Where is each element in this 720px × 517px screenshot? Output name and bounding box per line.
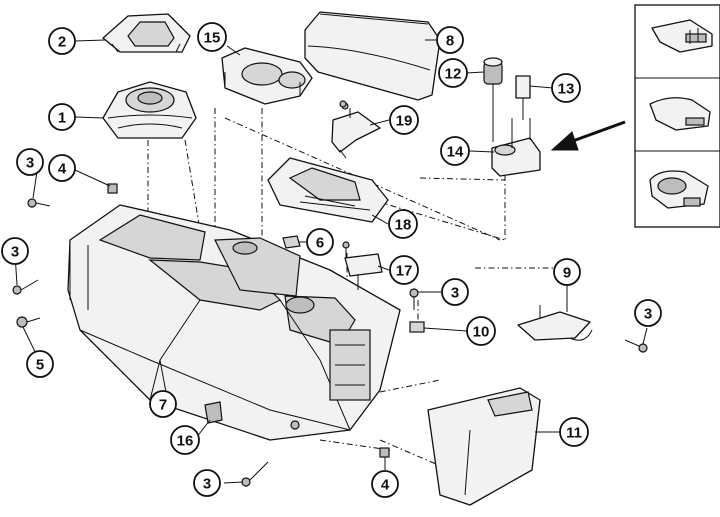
callout-9: 9 (553, 258, 581, 286)
callout-17: 17 (389, 255, 419, 285)
callout-3-left: 3 (1, 237, 29, 265)
svg-text:1: 1 (58, 110, 66, 127)
svg-text:6: 6 (316, 235, 324, 252)
callout-12: 12 (438, 58, 468, 88)
svg-text:7: 7 (159, 397, 167, 414)
screw-left (12, 279, 39, 295)
callout-3-middle: 3 (441, 278, 469, 306)
svg-text:3: 3 (11, 244, 19, 261)
callout-19: 19 (389, 105, 419, 135)
side-bracket (517, 305, 593, 341)
callout-11: 11 (559, 417, 589, 447)
svg-text:19: 19 (396, 113, 413, 130)
svg-text:18: 18 (395, 217, 412, 234)
svg-text:8: 8 (446, 33, 454, 50)
callout-10: 10 (466, 316, 496, 346)
callout-15: 15 (197, 22, 227, 52)
callout-3-upper-left: 3 (16, 148, 44, 176)
callout-3-right: 3 (634, 299, 662, 327)
clip-lower (379, 447, 390, 458)
callout-8: 8 (436, 26, 464, 54)
svg-text:11: 11 (566, 425, 582, 442)
callout-5: 5 (26, 350, 54, 378)
screw-upper-left (27, 198, 51, 208)
screw-middle (409, 288, 419, 310)
svg-text:3: 3 (451, 285, 459, 302)
callout-4-bottom: 4 (371, 470, 399, 498)
svg-text:3: 3 (26, 155, 34, 172)
svg-text:3: 3 (203, 476, 211, 493)
console-side-panel (427, 387, 541, 506)
armrest-lid (304, 11, 441, 101)
screw-bottom (241, 461, 269, 487)
shift-boot (102, 81, 197, 139)
center-console-body (67, 204, 401, 441)
svg-text:15: 15 (204, 30, 221, 47)
lid-hinge-bracket (331, 102, 381, 159)
svg-text:14: 14 (447, 144, 464, 161)
retaining-clip (282, 235, 301, 249)
console-bracket (344, 253, 383, 290)
screw-hinge (339, 100, 347, 108)
inset-arrow (550, 120, 626, 151)
grommet (204, 401, 223, 424)
callout-7: 7 (149, 390, 177, 418)
callout-16: 16 (170, 425, 200, 455)
callout-1: 1 (48, 103, 76, 131)
inset-cup-holder-variant (649, 170, 709, 209)
callout-14: 14 (440, 136, 470, 166)
svg-text:16: 16 (177, 433, 194, 450)
pin-left (16, 316, 41, 328)
shift-trim-ring (102, 13, 191, 53)
callout-4-upper: 4 (48, 154, 76, 182)
inset-connector-variant-a (651, 19, 713, 53)
callout-13: 13 (551, 73, 581, 103)
svg-text:9: 9 (563, 265, 571, 282)
callout-3-bottom: 3 (193, 469, 221, 497)
storage-tray (267, 157, 389, 223)
leader-lines (14, 39, 648, 484)
svg-text:4: 4 (58, 161, 67, 178)
svg-text:13: 13 (558, 81, 575, 98)
svg-text:2: 2 (58, 34, 66, 51)
power-outlet-assembly (483, 57, 541, 177)
svg-text:12: 12 (445, 66, 462, 83)
svg-text:10: 10 (473, 324, 490, 341)
svg-text:17: 17 (396, 263, 413, 280)
svg-text:3: 3 (644, 306, 652, 323)
callout-2: 2 (48, 27, 76, 55)
svg-text:4: 4 (381, 477, 390, 494)
screw-tray (342, 241, 350, 258)
inset-connector-variant-b (649, 97, 711, 131)
callout-18: 18 (388, 209, 418, 239)
rear-cup-holder-insert (221, 47, 313, 105)
callout-6: 6 (306, 228, 334, 256)
clip-upper (107, 183, 118, 194)
side-clip (409, 321, 425, 333)
svg-text:5: 5 (36, 357, 44, 374)
